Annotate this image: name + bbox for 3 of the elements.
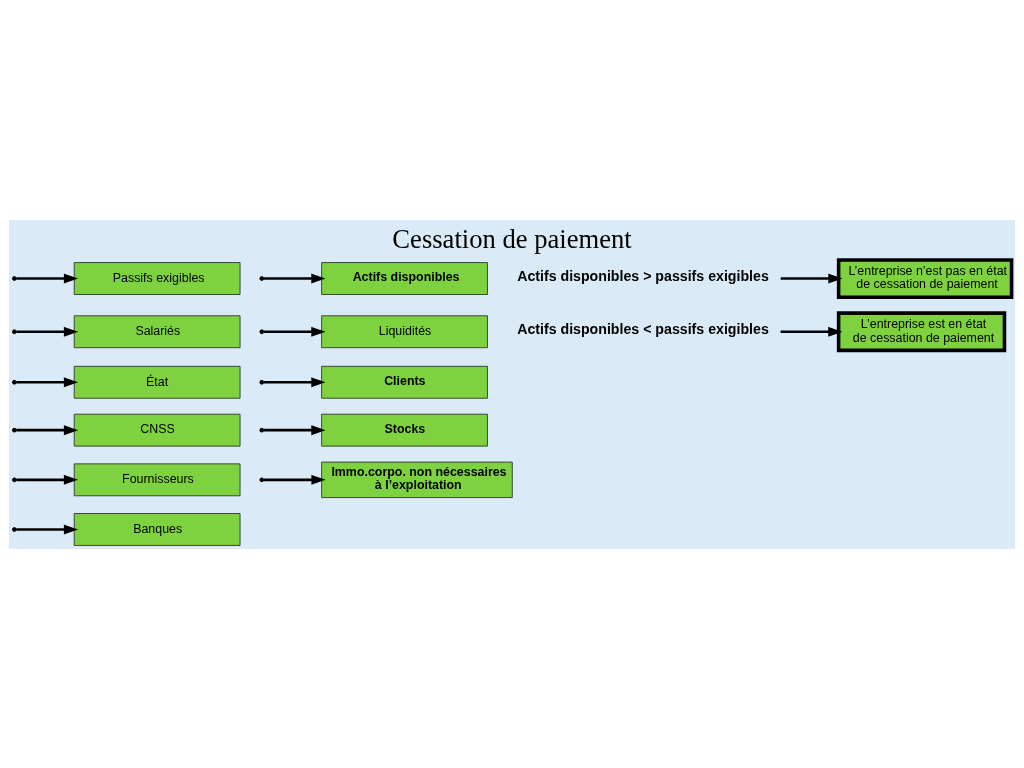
diagram-title: Cessation de paiement	[392, 223, 632, 254]
node-text: Actifs disponibles < passifs exigibles	[517, 320, 769, 337]
node-text: Actifs disponibles > passifs exigibles	[517, 267, 769, 284]
